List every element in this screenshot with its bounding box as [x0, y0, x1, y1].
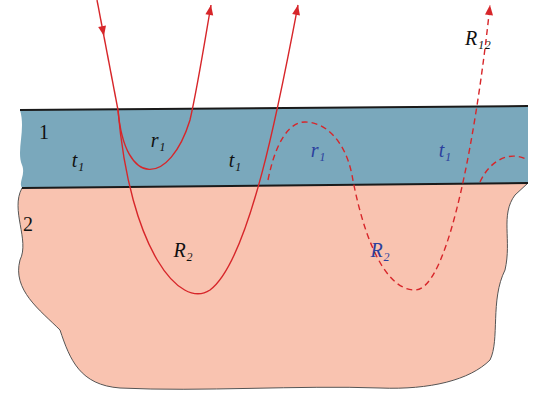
transmission-label: t₁ [439, 140, 452, 160]
reflection-label: r₁ [151, 130, 166, 150]
transmission-label: t₁ [229, 150, 242, 170]
transmitted-ray [118, 5, 298, 294]
arrowhead [98, 25, 106, 36]
layer-number: 2 [23, 214, 33, 234]
reflected-ray [118, 5, 211, 169]
film-layer-fill [20, 106, 528, 188]
reflection-label: r₁ [311, 140, 326, 160]
film-layer: 1 [0, 100, 540, 192]
substrate: 2 [0, 183, 540, 393]
arrowhead [485, 5, 493, 15]
substrate-fill [18, 183, 528, 389]
outline [22, 183, 528, 188]
layer-number: 1 [39, 122, 49, 142]
reflectance-label: R₂ [370, 240, 389, 260]
multiple-reflection-ray [480, 156, 528, 182]
incident-ray [97, 0, 118, 110]
arrowhead [205, 5, 213, 16]
reflectance-label: R₁₂ [465, 28, 491, 48]
multiple-reflection-ray [268, 5, 490, 290]
reflectance-label: R₂ [173, 240, 192, 260]
outline [18, 183, 528, 389]
transmission-label: t₁ [72, 150, 85, 170]
outline [20, 106, 528, 110]
arrowhead [292, 5, 300, 16]
